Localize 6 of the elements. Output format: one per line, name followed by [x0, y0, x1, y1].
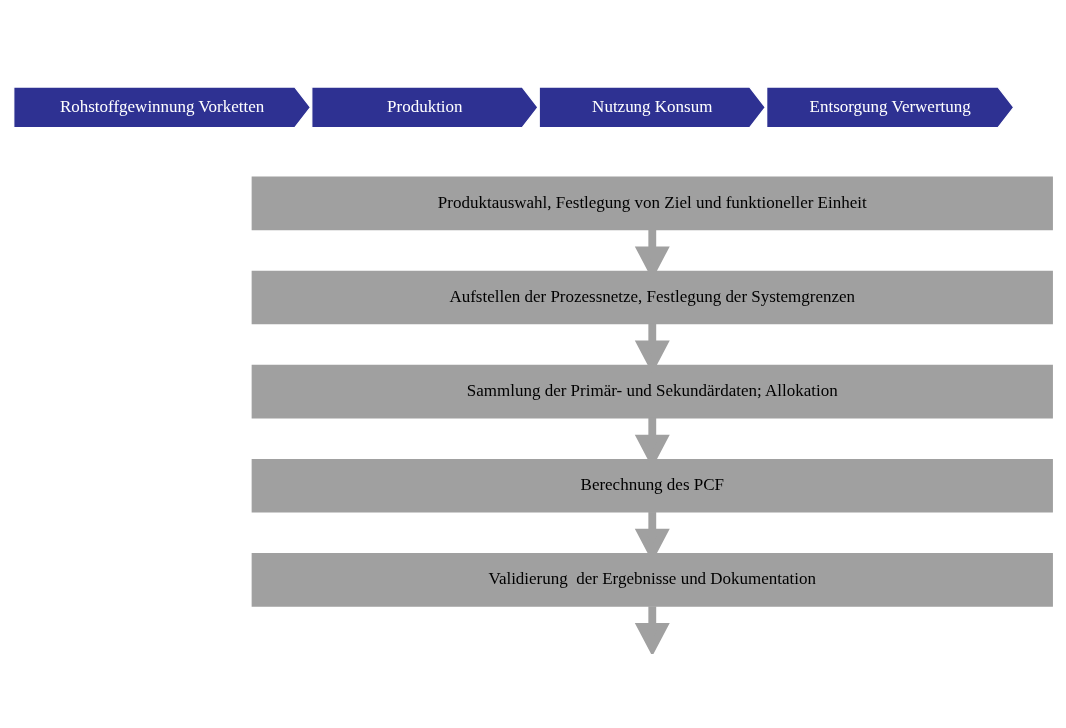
arrow — [634, 606, 670, 654]
node-box: Aufstellen der Prozessnetze, Festlegung der Systemgrenzen — [251, 270, 1053, 325]
node-box: Berechnung des PCF — [251, 458, 1053, 513]
node-box: Produktauswahl, Festlegung von Ziel und funktioneller Einheit — [251, 176, 1053, 231]
node-box: Sammlung der Primär- und Sekundärdaten; Allokation — [251, 364, 1053, 419]
node-box: Validierung der Ergebnisse und Dokumentation — [251, 553, 1053, 607]
